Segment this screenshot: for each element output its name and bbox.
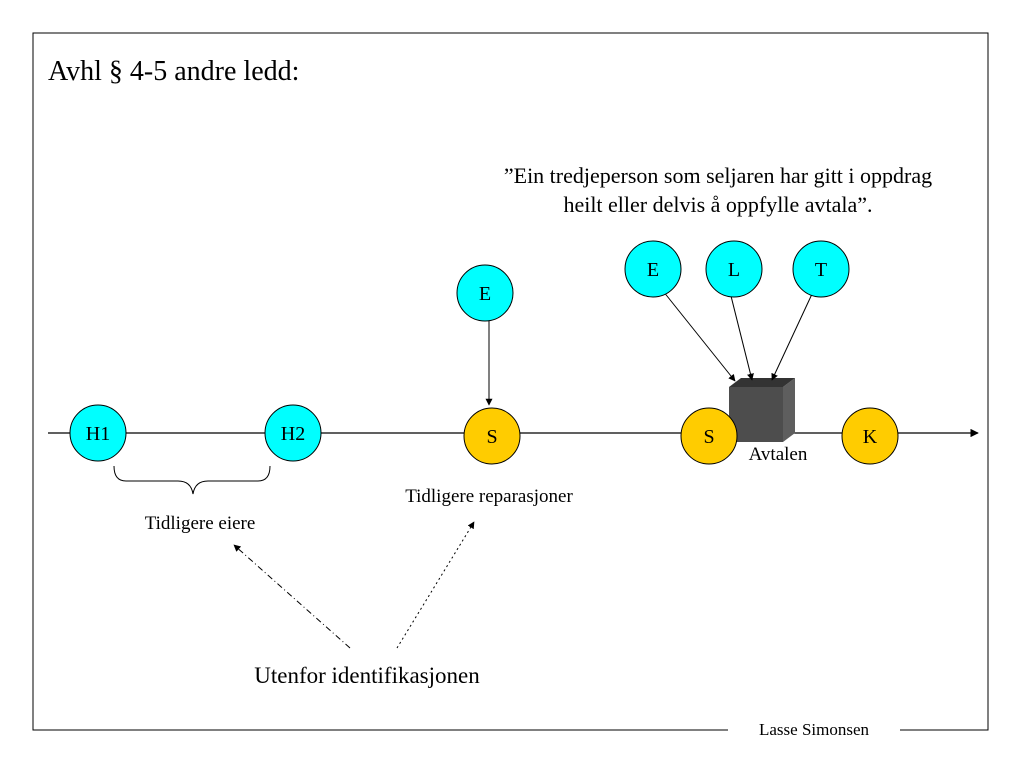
node-s-repairs-label: S — [486, 426, 497, 448]
node-h1-label: H1 — [86, 423, 110, 445]
node-l-third-party: L — [705, 240, 763, 298]
quote-line-1: ”Ein tredjeperson som seljaren har gitt … — [504, 163, 932, 188]
node-h1: H1 — [69, 404, 127, 462]
contract-box — [729, 378, 795, 442]
contract-box-side — [783, 378, 795, 442]
node-h2: H2 — [264, 404, 322, 462]
node-t-third-party: T — [792, 240, 850, 298]
node-l-third-party-label: L — [728, 259, 740, 281]
previous-owners-label: Tidligere eiere — [145, 513, 256, 534]
dashdot-arrow-to-owners — [233, 544, 351, 649]
outside-identification-label: Utenfor identifikasjonen — [254, 663, 480, 688]
dotted-arrow-to-repairs — [396, 521, 475, 649]
node-s-contract-label: S — [703, 426, 714, 448]
node-k-label: K — [863, 426, 878, 448]
node-e-third-party: E — [624, 240, 682, 298]
arrow-t-to-contract — [771, 293, 813, 381]
contract-box-top — [729, 378, 795, 387]
node-k: K — [841, 407, 899, 465]
node-h2-label: H2 — [281, 423, 305, 445]
contract-box-front — [729, 387, 783, 442]
previous-repairs-label: Tidligere reparasjoner — [405, 486, 573, 507]
node-e-repairs-label: E — [479, 283, 491, 305]
arrow-e-to-contract — [662, 290, 736, 382]
node-e-repairs: E — [456, 264, 514, 322]
arrow-l-to-contract — [730, 295, 754, 381]
previous-owners-brace — [113, 465, 271, 495]
quote-line-2: heilt eller delvis å oppfylle avtala”. — [563, 192, 872, 217]
slide-title: Avhl § 4-5 andre ledd: — [48, 56, 299, 87]
node-t-third-party-label: T — [815, 259, 827, 281]
node-e-third-party-label: E — [647, 259, 659, 281]
footer-author: Lasse Simonsen — [759, 720, 870, 739]
contract-label: Avtalen — [749, 444, 808, 465]
slide-frame — [32, 32, 989, 731]
node-s-repairs: S — [463, 407, 521, 465]
node-s-contract: S — [680, 407, 738, 465]
